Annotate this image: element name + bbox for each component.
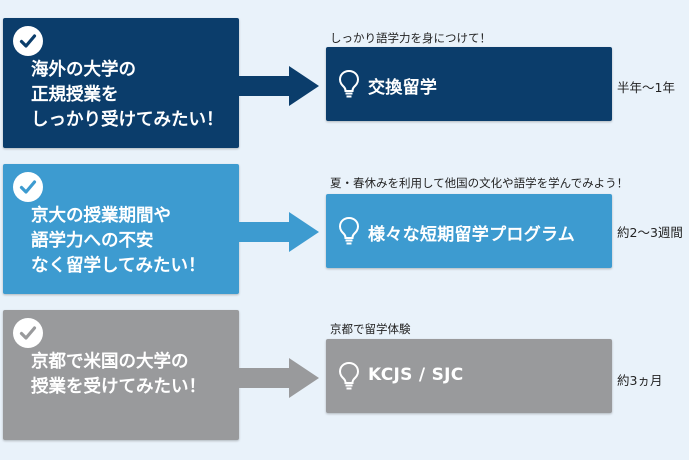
option-row-kcjs: 京都で米国の大学の 授業を受けてみたい！ 京都で留学体験 KCJS / SJC … <box>0 310 689 450</box>
wish-line: 正規授業を <box>31 85 119 105</box>
program-box[interactable]: 交換留学 <box>326 47 612 121</box>
program-name: 交換留学 <box>368 78 438 98</box>
lightbulb-icon <box>338 361 360 390</box>
option-row-short-term: 京大の授業期間や 語学力への不安 なく留学してみたい！ 夏・春休みを利用して他国… <box>0 164 689 304</box>
wish-box: 京大の授業期間や 語学力への不安 なく留学してみたい！ <box>3 164 239 294</box>
lightbulb-icon <box>338 216 360 245</box>
wish-line: 語学力への不安 <box>31 231 154 251</box>
program-caption: 京都で留学体験 <box>330 322 411 336</box>
wish-line: 京都で米国の大学の <box>31 352 189 372</box>
program-duration: 約3ヵ月 <box>617 373 663 388</box>
check-circle-icon <box>13 318 43 348</box>
wish-line: なく留学してみたい！ <box>31 256 206 276</box>
program-box[interactable]: KCJS / SJC <box>326 339 612 413</box>
program-box[interactable]: 様々な短期留学プログラム <box>326 194 612 268</box>
option-row-exchange: 海外の大学の 正規授業を しっかり受けてみたい！ しっかり語学力を身につけて！ … <box>0 18 689 158</box>
wish-line: しっかり受けてみたい！ <box>31 110 224 130</box>
program-caption: 夏・春休みを利用して他国の文化や語学を学んでみよう！ <box>330 176 629 190</box>
arrow-right-icon <box>239 212 319 252</box>
arrow-right-icon <box>239 66 319 106</box>
program-name: 様々な短期留学プログラム <box>368 225 576 245</box>
wish-line: 授業を受けてみたい！ <box>31 377 206 397</box>
program-duration: 半年〜1年 <box>617 80 675 95</box>
wish-text: 海外の大学の 正規授業を しっかり受けてみたい！ <box>31 58 224 133</box>
wish-box: 京都で米国の大学の 授業を受けてみたい！ <box>3 310 239 440</box>
wish-line: 京大の授業期間や <box>31 206 171 226</box>
program-duration: 約2〜3週間 <box>617 225 683 240</box>
lightbulb-icon <box>338 69 360 98</box>
arrow-right-icon <box>239 358 319 398</box>
check-circle-icon <box>13 26 43 56</box>
check-circle-icon <box>13 172 43 202</box>
wish-text: 京大の授業期間や 語学力への不安 なく留学してみたい！ <box>31 204 205 279</box>
wish-box: 海外の大学の 正規授業を しっかり受けてみたい！ <box>3 18 239 148</box>
wish-text: 京都で米国の大学の 授業を受けてみたい！ <box>31 350 206 400</box>
wish-line: 海外の大学の <box>31 60 136 80</box>
program-name: KCJS / SJC <box>368 365 464 385</box>
program-caption: しっかり語学力を身につけて！ <box>330 31 491 45</box>
